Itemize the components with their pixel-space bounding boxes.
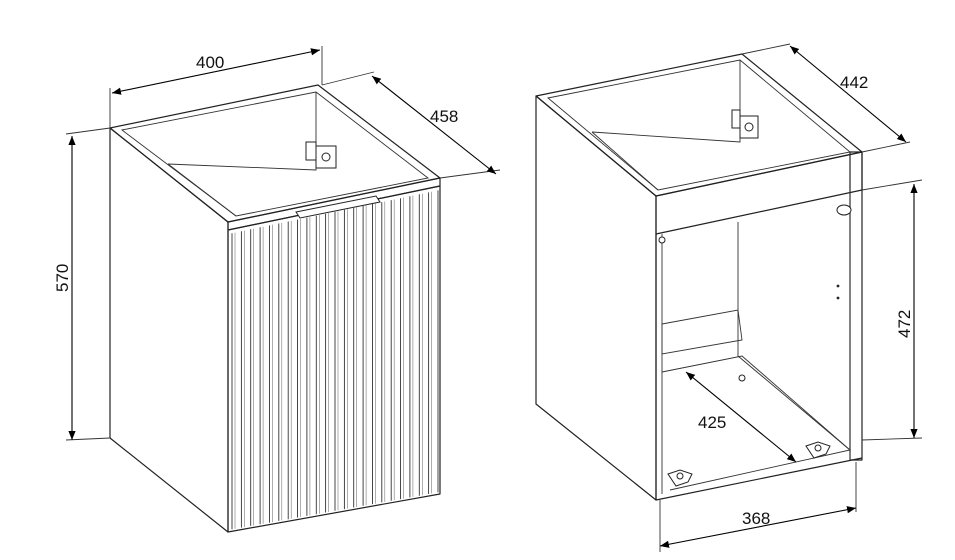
carcass-inner-edge <box>591 131 659 191</box>
dim-line-inner-width <box>659 506 857 548</box>
drain-hole <box>738 374 746 382</box>
carcass-front-rail <box>655 151 863 235</box>
carcass-top-rim <box>535 53 863 197</box>
door-flutes <box>231 190 439 530</box>
leg-bracket-right <box>805 441 831 459</box>
dim-line-open-depth <box>789 45 907 143</box>
carcass-back-lower <box>737 222 851 451</box>
dim-closed-depth: 458 <box>430 107 458 126</box>
dim-closed-height: 570 <box>53 264 72 292</box>
door-handle <box>295 195 381 219</box>
shelf-pin <box>658 204 852 300</box>
carcass-left-side <box>535 95 657 501</box>
cabinet-top-opening <box>120 91 430 217</box>
wall-hanger-bracket <box>305 141 337 169</box>
closed-cabinet <box>109 84 441 533</box>
leg-bracket-left <box>667 469 693 487</box>
carcass-top-opening <box>546 59 852 191</box>
dim-open-inner-height: 472 <box>895 310 914 338</box>
dim-line-depth <box>371 75 497 175</box>
dim-open-inner-width: 368 <box>742 509 770 528</box>
carcass-bottom-front <box>655 234 863 501</box>
carcass-right-side <box>849 151 863 461</box>
dim-closed-width: 400 <box>196 53 224 72</box>
carcass-back-rail <box>661 309 743 355</box>
hanger-bracket <box>731 109 759 139</box>
dimensions: 400 458 570 442 472 425 368 <box>53 43 923 552</box>
carcass-inner-back <box>591 60 741 143</box>
dim-open-inner-depth: 425 <box>698 413 726 432</box>
cabinet-inner-back <box>167 92 317 171</box>
dim-line-inner-depth <box>685 371 797 463</box>
carcass-floor <box>661 355 851 491</box>
dim-open-depth: 442 <box>840 73 868 92</box>
cabinet-left-side <box>109 127 229 533</box>
cabinet-inner-floor-edge <box>167 163 237 217</box>
cabinet-top-rim <box>109 84 441 223</box>
dim-line-width <box>111 48 321 95</box>
open-cabinet <box>535 53 863 501</box>
